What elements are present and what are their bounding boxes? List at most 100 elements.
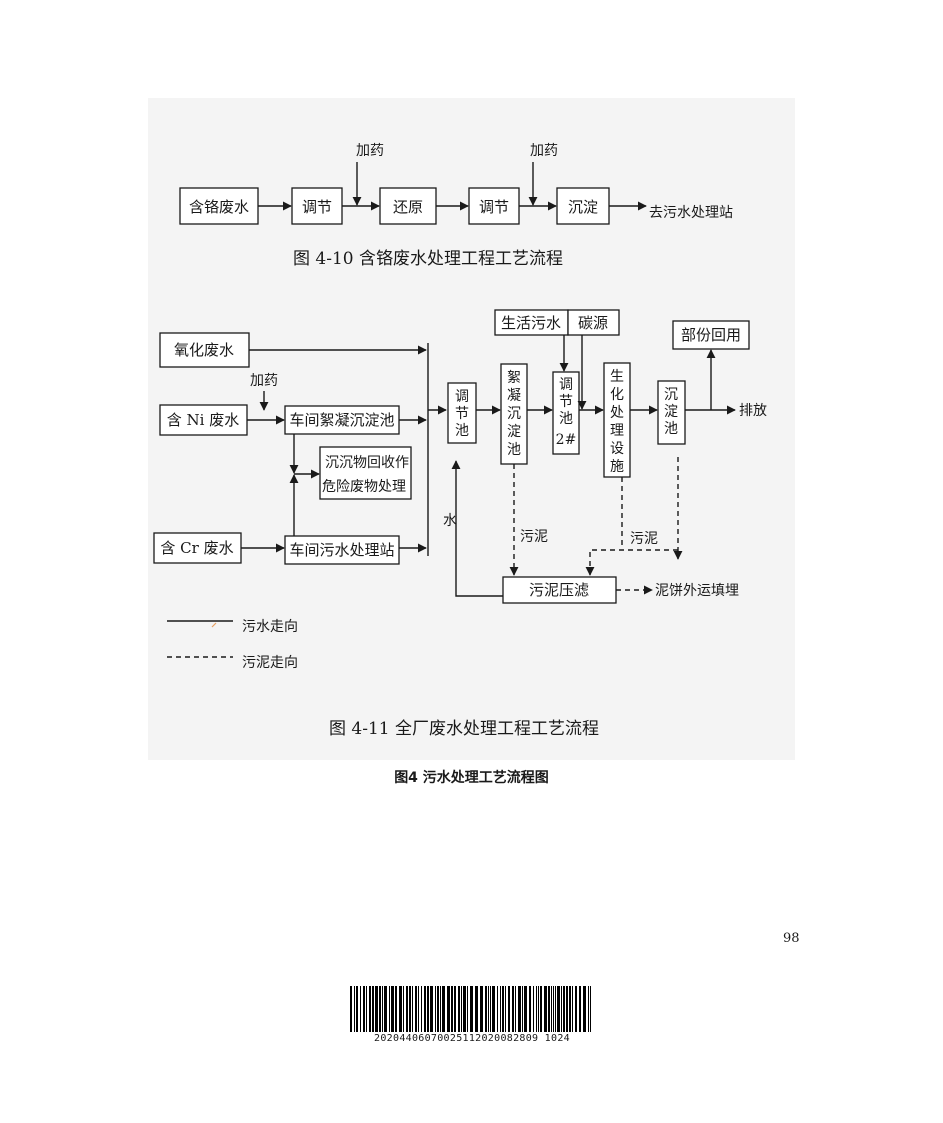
barcode-bar [518,986,521,1032]
barcode-bar [529,986,531,1032]
barcode-bar [379,986,381,1032]
barcode-bar [536,986,537,1032]
barcode-bar [354,986,355,1032]
label-floc-pool-3: 沉 [507,406,521,422]
barcode-bar [590,986,591,1032]
label-domestic-sewage: 生活污水 [501,314,561,332]
label-sludge-1: 污泥 [520,529,548,545]
barcode-bar [458,986,460,1032]
barcode-bar [551,986,552,1032]
barcode-bar [412,986,413,1032]
label-recovery-line2: 危险废物处理 [322,479,406,495]
label-bio-3: 处 [610,405,624,421]
barcode-bar [522,986,523,1032]
barcode-bar [430,986,433,1032]
barcode-bar [391,986,394,1032]
barcode-bar [548,986,550,1032]
barcode-bar [575,986,577,1032]
caption-fig-4-10: 图 4-10 含铬废水处理工程工艺流程 [293,249,563,269]
box-chrome-wastewater [179,187,259,225]
barcode-bar [588,986,589,1032]
barcode-bar [406,986,408,1032]
barcode-bar [399,986,402,1032]
barcode-bar [437,986,439,1032]
barcode-bar [583,986,586,1032]
label-floc-pool-5: 池 [507,442,521,458]
label-adjust-pool2-4: 2# [556,432,577,448]
box-workshop-treatment [284,535,400,565]
barcode-bar [566,986,568,1032]
box-filter-press [502,576,617,604]
label-floc-pool-2: 凝 [507,388,521,404]
label-chromium-wastewater: 含 Cr 废水 [160,539,233,557]
barcode-bar [447,986,450,1032]
barcode-bar [350,986,352,1032]
barcode-bar [561,986,562,1032]
box-adjust-pool-2 [552,371,580,455]
box-workshop-flocculation [284,405,400,435]
box-settle-pool [657,380,686,445]
label-nickel-wastewater: 含 Ni 废水 [167,411,239,429]
barcode-bar [356,986,358,1032]
box-partial-reuse [672,320,750,350]
box-nickel-wastewater [159,404,248,436]
label-dosing-1: 加药 [356,143,384,159]
caption-fig-4-11: 图 4-11 全厂废水处理工程工艺流程 [329,719,599,739]
barcode-bar [557,986,560,1032]
barcode-bar [508,986,510,1032]
barcode-bar [480,986,483,1032]
label-bio-5: 设 [610,441,624,457]
barcode-bar [424,986,426,1032]
label-sedimentation: 沉淀 [568,198,598,216]
label-filter-press: 污泥压滤 [529,581,589,599]
barcode-bar [490,986,491,1032]
label-workshop-flocculation: 车间絮凝沉淀池 [289,411,394,429]
legend-stray-mark [211,622,217,628]
box-sedimentation [556,187,610,225]
barcode-bar [492,986,495,1032]
barcode-bar [435,986,436,1032]
legend-sludge-label: 污泥走向 [242,655,298,671]
barcode-bar [440,986,441,1032]
barcode-bar [502,986,504,1032]
legend-sewage-label: 污水走向 [242,619,298,635]
barcode-bar [497,986,498,1032]
box-carbon-source [567,309,620,336]
barcode-bar [533,986,534,1032]
barcode-bar [572,986,573,1032]
page-figure-caption: 图4 污水处理工艺流程图 [394,770,549,786]
box-adjust-1 [291,187,343,225]
label-reduction: 还原 [393,198,423,216]
barcode-bar [563,986,565,1032]
label-adjust-pool2-2: 节 [559,394,573,410]
barcode-bar [461,986,462,1032]
label-water: 水 [443,513,457,529]
barcode-bar [366,986,367,1032]
barcode-bar [418,986,419,1032]
box-cyanide-wastewater [159,332,250,368]
label-floc-pool-1: 絮 [507,369,521,386]
barcode-bar [403,986,404,1032]
label-dosing: 加药 [250,373,278,389]
label-destination: 去污水处理站 [649,205,733,221]
figure-4-10: 含铬废水 调节 还原 调节 沉淀 加药 加药 去污水处理站 图 4-10 含铬废… [179,143,733,269]
label-settle-2: 淀 [664,404,678,420]
barcode: 20204406070025112020082809 1024 [350,986,594,1044]
barcode-number: 20204406070025112020082809 1024 [374,1033,570,1044]
label-floc-pool-4: 淀 [507,424,521,440]
barcode-bar [467,986,468,1032]
barcode-bar [372,986,374,1032]
barcode-bar [540,986,542,1032]
barcode-bar [515,986,516,1032]
barcode-bar [427,986,429,1032]
label-adjust-pool2-3: 池 [559,411,573,427]
page-number: 98 [783,931,800,946]
barcode-bar [369,986,371,1032]
barcode-bar [421,986,422,1032]
dashed-sludge-merge [585,549,678,576]
barcode-bar [569,986,571,1032]
barcode-bar [500,986,501,1032]
barcode-bar [454,986,456,1032]
barcode-bar [555,986,556,1032]
